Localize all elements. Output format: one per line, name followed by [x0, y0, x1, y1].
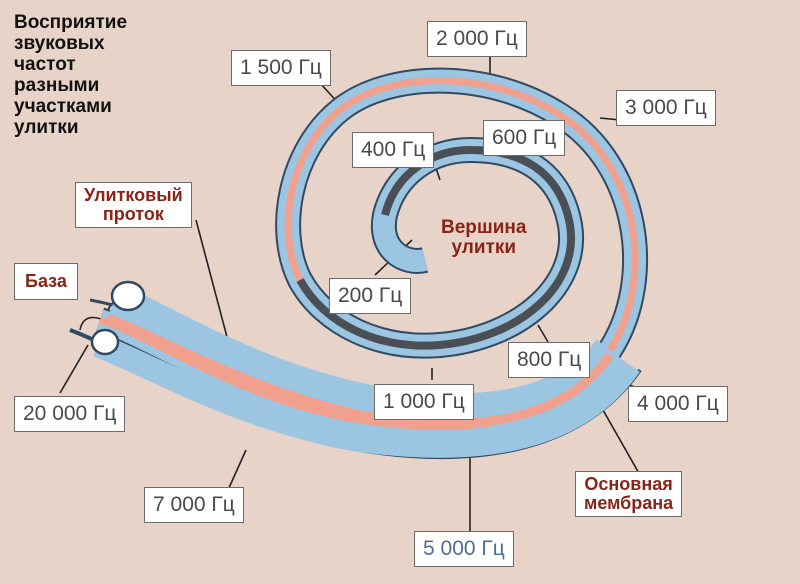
apex-line: Вершина [441, 217, 527, 238]
label-5000-hz: 5 000 Гц [414, 531, 514, 567]
label-600-hz: 600 Гц [483, 120, 566, 156]
cochlear-duct-label: Улитковый проток [75, 182, 192, 228]
apex-label: Вершина улитки [441, 218, 526, 258]
label-3000-hz: 3 000 Гц [616, 90, 716, 126]
label-1000-hz: 1 000 Гц [374, 384, 474, 420]
basilar-membrane-line: мембрана [584, 493, 674, 513]
label-4000-hz: 4 000 Гц [628, 386, 728, 422]
cochlear-duct-line: Улитковый [84, 185, 183, 205]
label-2000-hz: 2 000 Гц [427, 21, 527, 57]
title-line: участками [14, 96, 112, 117]
label-20000-hz: 20 000 Гц [14, 396, 126, 432]
label-400-hz: 400 Гц [352, 132, 435, 168]
cochlear-duct-line: проток [102, 204, 164, 224]
basilar-membrane-label: Основная мембрана [575, 471, 683, 517]
label-1500-hz: 1 500 Гц [231, 50, 331, 86]
basilar-membrane-line: Основная [584, 474, 673, 494]
title-line: улитки [14, 117, 79, 138]
base-label: База [14, 263, 78, 300]
label-800-hz: 800 Гц [508, 342, 591, 378]
title-line: разными [14, 75, 100, 96]
title-line: звуковых [14, 33, 105, 54]
apex-line: улитки [451, 237, 517, 258]
title-line: Восприятие [14, 12, 128, 33]
diagram-title: Восприятие звуковых частот разными участ… [14, 12, 174, 138]
label-7000-hz: 7 000 Гц [144, 487, 244, 523]
label-200-hz: 200 Гц [329, 278, 412, 314]
cochlea-spiral [69, 67, 648, 460]
title-line: частот [14, 54, 76, 75]
